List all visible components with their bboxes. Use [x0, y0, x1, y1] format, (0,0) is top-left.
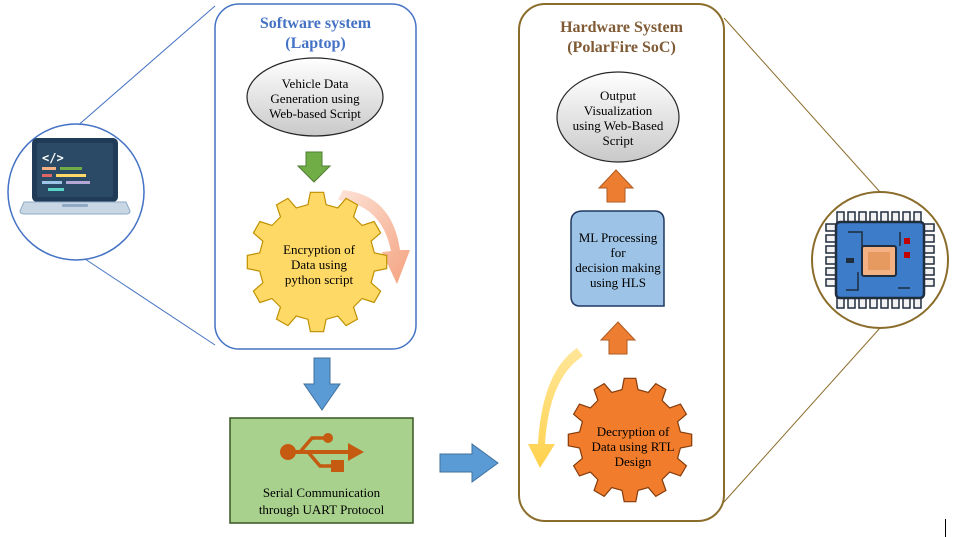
curved-arrow-software	[338, 190, 410, 284]
decryption-gear	[567, 377, 693, 503]
serial-communication-box	[229, 417, 414, 524]
text-cursor	[945, 519, 946, 537]
orange-up-arrow-top	[597, 169, 635, 203]
zoom-lines-software	[74, 5, 216, 346]
output-visualization-label: Output Visualization using Web-Based Scr…	[572, 88, 664, 148]
encryption-label: Encryption of Data using python script	[283, 242, 355, 287]
software-title-line1: Software system	[259, 15, 372, 32]
usb-icon	[280, 433, 364, 472]
laptop-code-icon: </>	[19, 138, 131, 215]
serial-communication-label: Serial Communication through UART Protoc…	[258, 485, 385, 517]
ml-processing-label: ML Processing for decision making using …	[575, 230, 661, 290]
vehicle-data-label: Vehicle Data Generation using Web-based …	[269, 76, 361, 121]
software-title-line2: (Laptop)	[285, 35, 346, 52]
blue-right-arrow	[439, 443, 499, 483]
output-visualization-oval	[556, 71, 680, 163]
svg-text:</>: </>	[42, 151, 64, 165]
vehicle-data-oval	[246, 57, 384, 137]
zoom-lines-hardware	[723, 17, 881, 503]
hardware-title-line1: Hardware System	[560, 19, 683, 36]
microchip-icon	[825, 211, 935, 309]
ml-processing-box	[570, 210, 665, 307]
decryption-label: Decryption of Data using RTL Design	[591, 424, 675, 469]
orange-up-arrow-bottom	[599, 321, 637, 355]
curved-arrow-hardware	[528, 348, 583, 468]
hardware-title-line2: (PolarFire SoC)	[567, 39, 676, 56]
blue-down-arrow	[303, 357, 341, 411]
green-down-arrow	[296, 151, 332, 183]
laptop-circle: </>	[7, 123, 145, 261]
encryption-gear	[246, 191, 388, 333]
chip-circle	[811, 191, 949, 329]
